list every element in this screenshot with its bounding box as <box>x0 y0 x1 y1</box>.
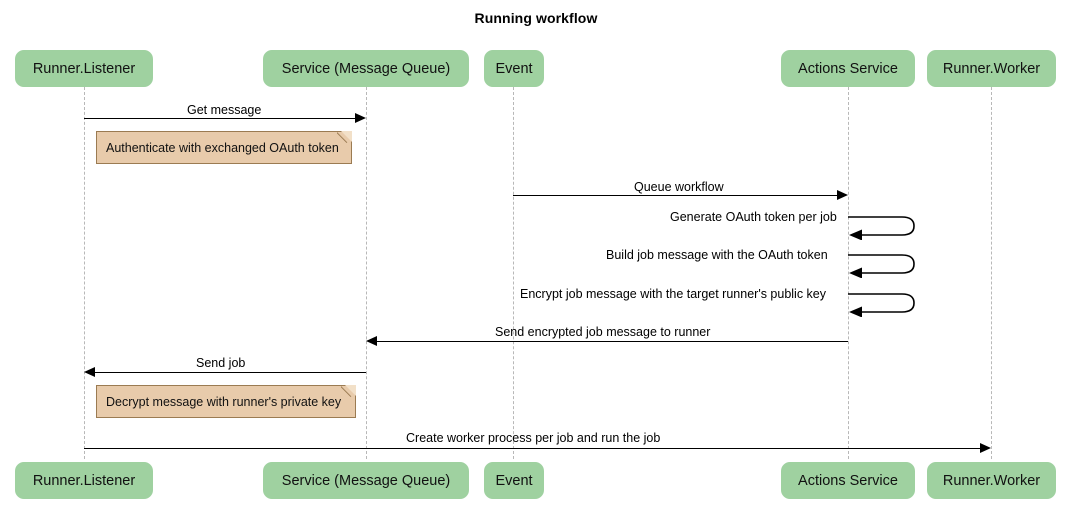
page-title: Running workflow <box>474 10 598 26</box>
message-label-send-encrypted-job-message: Send encrypted job message to runner <box>495 325 711 339</box>
arrow-head-create-worker-process <box>980 443 991 453</box>
arrow-head-queue-workflow <box>837 190 848 200</box>
participant-actions-service-bottom[interactable]: Actions Service <box>781 462 915 499</box>
participant-label: Service (Message Queue) <box>281 60 451 77</box>
arrow-head-send-job <box>84 367 95 377</box>
note-fold-edge-icon <box>341 385 356 400</box>
participant-label: Runner.Listener <box>32 472 136 489</box>
message-label-generate-oauth-token: Generate OAuth token per job <box>670 210 837 224</box>
participant-event-bottom[interactable]: Event <box>484 462 544 499</box>
participant-label: Runner.Listener <box>32 60 136 77</box>
participant-label: Event <box>495 60 533 77</box>
note-decrypt: Decrypt message with runner's private ke… <box>96 385 356 418</box>
message-line-send-encrypted-job-message <box>377 341 848 342</box>
message-line-send-job <box>95 372 366 373</box>
note-label: Decrypt message with runner's private ke… <box>106 394 342 409</box>
participant-runner-worker-top[interactable]: Runner.Worker <box>927 50 1056 87</box>
message-label-queue-workflow: Queue workflow <box>634 180 724 194</box>
participant-event-top[interactable]: Event <box>484 50 544 87</box>
participant-label: Service (Message Queue) <box>281 472 451 489</box>
message-label-get-message: Get message <box>187 103 262 117</box>
participant-runner-worker-bottom[interactable]: Runner.Worker <box>927 462 1056 499</box>
message-label-build-job-message: Build job message with the OAuth token <box>606 248 828 262</box>
participant-label: Runner.Worker <box>942 472 1041 489</box>
participant-label: Actions Service <box>798 60 898 77</box>
participant-service-message-queue-bottom[interactable]: Service (Message Queue) <box>263 462 469 499</box>
arrow-head-get-message <box>355 113 366 123</box>
self-loop-generate-oauth-token <box>846 212 918 240</box>
note-fold-edge-icon <box>337 131 352 146</box>
participant-actions-service-top[interactable]: Actions Service <box>781 50 915 87</box>
message-line-create-worker-process <box>84 448 980 449</box>
message-label-send-job: Send job <box>196 356 246 370</box>
message-label-create-worker-process: Create worker process per job and run th… <box>406 431 661 445</box>
lifeline-service-message-queue <box>366 87 367 459</box>
message-line-get-message <box>84 118 356 119</box>
message-line-queue-workflow <box>513 195 838 196</box>
lifeline-actions-service <box>848 87 849 459</box>
lifeline-event <box>513 87 514 459</box>
participant-label: Event <box>495 472 533 489</box>
participant-label: Actions Service <box>798 472 898 489</box>
lifeline-runner-worker <box>991 87 992 459</box>
note-label: Authenticate with exchanged OAuth token <box>106 140 339 155</box>
arrow-head-send-encrypted-job-message <box>366 336 377 346</box>
participant-service-message-queue-top[interactable]: Service (Message Queue) <box>263 50 469 87</box>
self-loop-encrypt-job-message <box>846 289 918 317</box>
participant-runner-listener-top[interactable]: Runner.Listener <box>15 50 153 87</box>
participant-label: Runner.Worker <box>942 60 1041 77</box>
self-loop-build-job-message <box>846 250 918 278</box>
message-label-encrypt-job-message: Encrypt job message with the target runn… <box>520 287 827 301</box>
participant-runner-listener-bottom[interactable]: Runner.Listener <box>15 462 153 499</box>
lifeline-runner-listener <box>84 87 85 459</box>
note-authenticate: Authenticate with exchanged OAuth token <box>96 131 352 164</box>
